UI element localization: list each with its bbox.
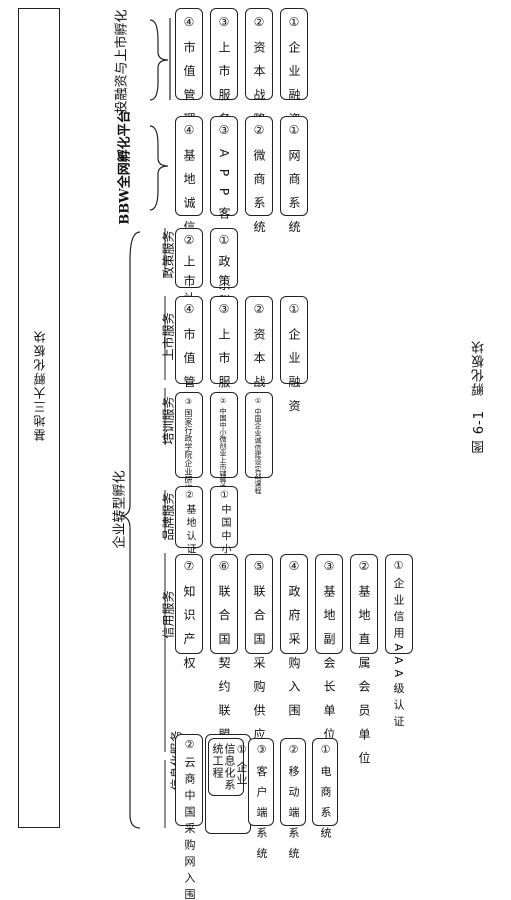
item-label: ⑤ 联 合 国 采 购 供 应 商 <box>252 559 266 768</box>
credit-box-6: ⑥ 联 合 国 契 约 联 盟 <box>210 554 238 744</box>
item-label: ③ 客 户 端 系 统 <box>255 743 268 862</box>
item-label: ② 基 地 认 证 孵 化 项 目 <box>184 490 195 607</box>
item-label: ① 中 国 中 小 企 业 导 刊 <box>219 490 230 607</box>
group-label-listing: 上市服务 <box>161 312 176 361</box>
info-sub-box-1: ① 电 商 系 统 <box>312 738 338 841</box>
listing-box-2: ② 资 本 战 略 规 划 <box>245 296 273 463</box>
item-label: ③ 上 市 服 务 <box>217 15 231 129</box>
root-box: 基地三大孵化板块 <box>18 8 60 828</box>
item-label: ④ 市 值 管 理 <box>182 15 196 129</box>
group-label-brand: 品牌服务 <box>161 492 176 541</box>
training-box-2: ② 中国中小微创业上市辅导实战课 <box>210 392 238 505</box>
bbw-box-4: ④ 基 地 诚 信 网 商 认 证 <box>175 116 203 332</box>
caption-title: 孵化板块 <box>472 340 487 396</box>
credit-box-5: ⑤ 联 合 国 采 购 供 应 商 <box>245 554 273 768</box>
item-label: ② 云 商 中 国 采 购 网 入 围 <box>183 738 196 900</box>
training-box-1: ① 中国企业诚信建设实战课程 <box>245 392 273 494</box>
bbw-box-3: ③ A P P 客 户 端 系 统 <box>210 116 238 318</box>
item-label: ③ 上 市 服 务 <box>217 302 231 416</box>
investment-box-1: ① 企 业 融 资 <box>280 8 308 128</box>
item-label: ① 中国企业诚信建设实战课程 <box>254 397 262 495</box>
root-title: 基地三大孵化板块 <box>33 329 47 441</box>
item-label: ① 企 业 融 资 <box>287 302 301 416</box>
credit-box-1: ① 企 业 信 用 A A A 级 认 证 <box>385 554 413 728</box>
section-title-transform: 企业转型孵化 <box>112 470 128 549</box>
figure-caption: 图 6-1 孵化板块 <box>470 340 489 453</box>
info-sub-label-box: ① 企业信息化系统工程 <box>208 738 248 796</box>
item-label: ② 微 商 系 统 <box>252 123 266 237</box>
credit-box-2: ② 基 地 直 属 会 员 单 位 <box>350 554 378 768</box>
caption-number: 图 6-1 <box>472 410 487 454</box>
item-label: ② 基 地 直 属 会 员 单 位 <box>357 559 371 768</box>
item-label: ④ 政 府 采 购 入 围 <box>287 559 301 720</box>
listing-box-3: ③ 上 市 服 务 <box>210 296 238 415</box>
investment-box-2: ② 资 本 战 略 规 划 <box>245 8 273 176</box>
group-label-policy: 政策服务 <box>161 230 176 279</box>
credit-box-7: ⑦ 知 识 产 权 <box>175 554 203 672</box>
info-box-2: ② 云 商 中 国 采 购 网 入 围 <box>175 734 203 900</box>
listing-box-1: ① 企 业 融 资 <box>280 296 308 415</box>
info-sub-box-3: ③ 客 户 端 系 统 <box>248 738 274 861</box>
item-label: ② 移 动 端 系 统 <box>287 743 300 862</box>
brand-box-2: ② 基 地 认 证 孵 化 项 目 <box>175 486 203 606</box>
item-label: ⑥ 联 合 国 契 约 联 盟 <box>217 559 231 744</box>
bbw-box-1: ① 网 商 系 统 <box>280 116 308 236</box>
training-box-3: ③ 国家行政学院企业研修班 <box>175 392 203 500</box>
credit-box-3: ③ 基 地 副 会 长 单 位 <box>315 554 343 744</box>
item-label: ② 中国中小微创业上市辅导实战课 <box>219 397 227 506</box>
item-label: ① 企业信息化系统工程 <box>211 743 248 791</box>
investment-box-4: ④ 市 值 管 理 <box>175 8 203 128</box>
group-label-training: 培训服务 <box>161 396 176 445</box>
item-label: ① 电 商 系 统 <box>319 743 332 841</box>
item-label: ⑦ 知 识 产 权 <box>182 559 196 673</box>
item-label: ④ 市 值 管 理 <box>182 302 196 416</box>
info-sub-box-2: ② 移 动 端 系 统 <box>280 738 306 861</box>
listing-box-4: ④ 市 值 管 理 <box>175 296 203 415</box>
policy-box-2: ② 上 市 政 策 补 贴 <box>175 228 203 368</box>
item-label: ① 企 业 融 资 <box>287 15 301 129</box>
credit-box-4: ④ 政 府 采 购 入 围 <box>280 554 308 720</box>
item-label: ③ 国家行政学院企业研修班 <box>184 397 193 501</box>
incubation-diagram: 基地三大孵化板块 图 6-1 孵化板块 投融资与上市孵化 ④ 市 值 管 理 ③… <box>18 8 489 900</box>
brand-box-1: ① 中 国 中 小 企 业 导 刊 <box>210 486 238 606</box>
item-label: ③ 基 地 副 会 长 单 位 <box>322 559 336 744</box>
investment-box-3: ③ 上 市 服 务 <box>210 8 238 128</box>
policy-box-1: ① 政 策 税 收 奖 励 <box>210 228 238 368</box>
section-title-bbw: BBW全网孵化平台 <box>117 110 133 225</box>
group-label-credit: 信用服务 <box>161 590 176 639</box>
item-label: ① 网 商 系 统 <box>287 123 301 237</box>
bbw-box-2: ② 微 商 系 统 <box>245 116 273 236</box>
item-label: ① 企 业 信 用 A A A 级 认 证 <box>392 559 405 728</box>
